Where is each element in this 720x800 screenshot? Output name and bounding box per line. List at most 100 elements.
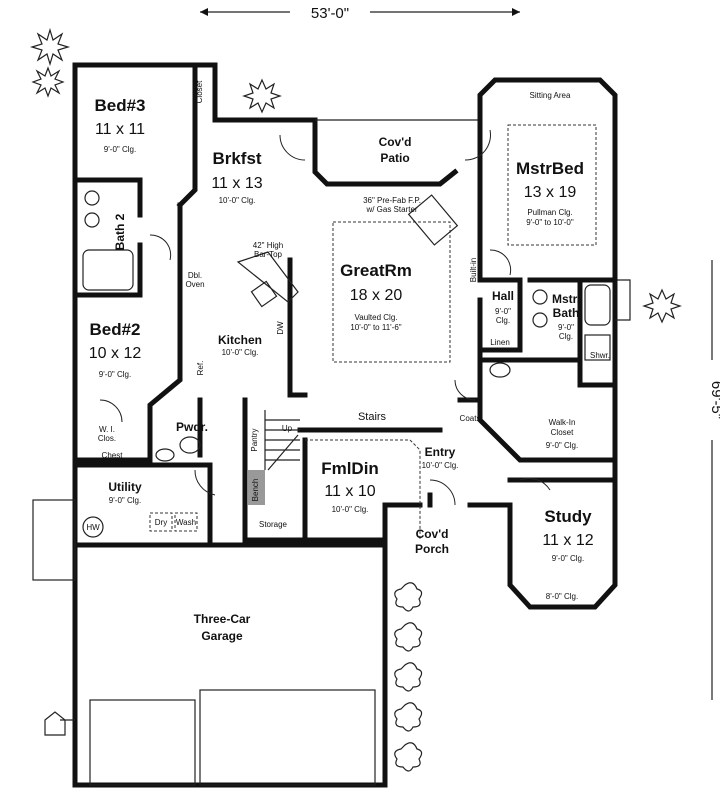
oven-label: Oven — [185, 280, 204, 289]
porch: Cov'd Porch — [415, 527, 449, 556]
storage-label: Storage — [259, 520, 288, 529]
room-name: Bath — [553, 306, 580, 320]
room-size: 13 x 19 — [524, 184, 577, 201]
room-name: MstrBed — [516, 159, 584, 178]
room-ceiling: 9'-0" Clg. — [104, 145, 136, 154]
room-hall: Hall 9'-0" Clg. Linen — [490, 289, 514, 347]
shower-label: Shwr. — [590, 351, 610, 360]
room-name: Closet — [551, 428, 574, 437]
garage: Three-Car Garage — [194, 612, 251, 643]
dbl-oven: Dbl. Oven — [185, 271, 204, 289]
room-name: Clos. — [98, 434, 116, 443]
room-ceiling: 10'-0" to 11'-6" — [350, 323, 401, 332]
interior-walls — [72, 62, 618, 543]
garage-doors — [44, 689, 376, 786]
room-kitchen: Kitchen 10'-0" Clg. — [218, 333, 262, 357]
room-size: 10 x 12 — [89, 345, 142, 362]
room-size: 18 x 20 — [350, 287, 403, 304]
room-ceiling: 9'-0" Clg. — [99, 370, 131, 379]
room-name: Bed#3 — [94, 96, 145, 115]
bath2-label: Bath 2 — [113, 213, 127, 250]
room-ceiling: 9'-0" Clg. — [552, 554, 584, 563]
room-size: 11 x 11 — [95, 121, 145, 138]
bartop-label: 42" High — [253, 241, 283, 250]
linen-label: Linen — [490, 338, 510, 347]
room-bed3: Bed#3 11 x 11 9'-0" Clg. Closet — [94, 80, 204, 154]
garage-label: Three-Car — [194, 612, 251, 626]
bench — [248, 470, 265, 505]
room-ceiling: Vaulted Clg. — [355, 313, 398, 322]
room-size: 11 x 10 — [324, 483, 375, 500]
stairs: Stairs Up — [282, 411, 387, 433]
coats-label: Coats — [460, 414, 481, 423]
greatrm-ceiling-outline — [332, 221, 451, 363]
chest-label: Chest — [102, 451, 124, 460]
room-name: GreatRm — [340, 261, 412, 280]
porch-label: Cov'd — [416, 527, 449, 541]
builtin-label: Built-in — [469, 258, 478, 282]
room-name: Walk-In — [549, 418, 576, 427]
room-name: Utility — [108, 480, 142, 494]
room-name: Bed#2 — [89, 320, 140, 339]
bartop-label: Bar-Top — [254, 250, 283, 259]
room-greatrm: GreatRm 18 x 20 Vaulted Clg. 10'-0" to 1… — [340, 261, 412, 332]
room-size: 11 x 13 — [211, 175, 262, 192]
garage-label: Garage — [201, 629, 243, 643]
patio: Cov'd Patio — [379, 135, 412, 165]
room-ceiling: Clg. — [559, 332, 573, 341]
exterior-walls — [32, 62, 631, 788]
wi-closet: W. I. Clos. Chest — [98, 425, 123, 460]
room-ceiling: 10'-0" Clg. — [219, 196, 256, 205]
sitting-area-label: Sitting Area — [530, 91, 571, 100]
width-dimension: 53'-0" — [200, 5, 520, 22]
room-mstrbed: Sitting Area MstrBed 13 x 19 Pullman Clg… — [516, 91, 584, 227]
ref-label: Ref. — [196, 361, 205, 376]
stairs-label: Stairs — [358, 411, 387, 423]
fireplace-label: 36" Pre-Fab F.P. — [363, 196, 421, 205]
room-ceiling: 9'-0" — [495, 307, 511, 316]
room-name: W. I. — [99, 425, 115, 434]
patio-label: Patio — [380, 151, 409, 165]
fireplace-label: w/ Gas Starter — [365, 205, 417, 214]
door-swings — [99, 129, 551, 506]
room-name: FmlDin — [321, 459, 379, 478]
shrub-icon — [29, 27, 682, 772]
fixtures — [82, 190, 611, 538]
room-ceiling: 9'-0" to 10'-0" — [526, 218, 574, 227]
room-entry: Entry 10'-0" Clg. — [422, 445, 459, 470]
room-ceiling: 10'-0" Clg. — [222, 348, 259, 357]
fireplace: 36" Pre-Fab F.P. w/ Gas Starter — [363, 196, 421, 214]
room-fmldin: FmlDin 11 x 10 10'-0" Clg. — [321, 459, 379, 514]
depth-dimension: 69'-5" — [708, 260, 720, 700]
dw-label: DW — [276, 321, 285, 335]
room-name: Hall — [492, 289, 514, 303]
closet-label: Closet — [195, 80, 204, 103]
room-mstrbath: Mstr. Bath 9'-0" Clg. Shwr. — [552, 292, 610, 360]
bench-label: Bench — [251, 479, 260, 502]
patio-label: Cov'd — [379, 135, 412, 149]
oven-label: Dbl. — [188, 271, 202, 280]
bar-top: 42" High Bar-Top — [253, 241, 283, 259]
washer-label: Wash — [176, 518, 196, 527]
depth-label: 69'-5" — [708, 381, 720, 419]
water-heater-label: HW — [86, 523, 100, 532]
porch-label: Porch — [415, 542, 449, 556]
room-name: Study — [544, 507, 592, 526]
room-brkfst: Brkfst 11 x 13 10'-0" Clg. — [211, 149, 262, 205]
width-label: 53'-0" — [311, 5, 349, 22]
room-ceiling: Clg. — [496, 316, 510, 325]
mstrbed-ceiling-outline — [507, 124, 597, 246]
pantry-label: Pantry — [250, 428, 259, 451]
room-ceiling: 10'-0" Clg. — [332, 505, 369, 514]
room-name: Mstr. — [552, 292, 580, 306]
room-ceiling: 9'-0" Clg. — [546, 441, 578, 450]
walkin-closet: Walk-In Closet 9'-0" Clg. — [546, 418, 578, 450]
fmldin-outline — [305, 439, 421, 540]
bay-ceiling: 8'-0" Clg. — [546, 592, 578, 601]
room-ceiling: 9'-0" Clg. — [109, 496, 141, 505]
room-bed2: Bed#2 10 x 12 9'-0" Clg. — [89, 320, 142, 379]
room-ceiling: 10'-0" Clg. — [422, 461, 459, 470]
room-name: Kitchen — [218, 333, 262, 347]
room-ceiling: Pullman Clg. — [527, 208, 572, 217]
room-ceiling: 9'-0" — [558, 323, 574, 332]
